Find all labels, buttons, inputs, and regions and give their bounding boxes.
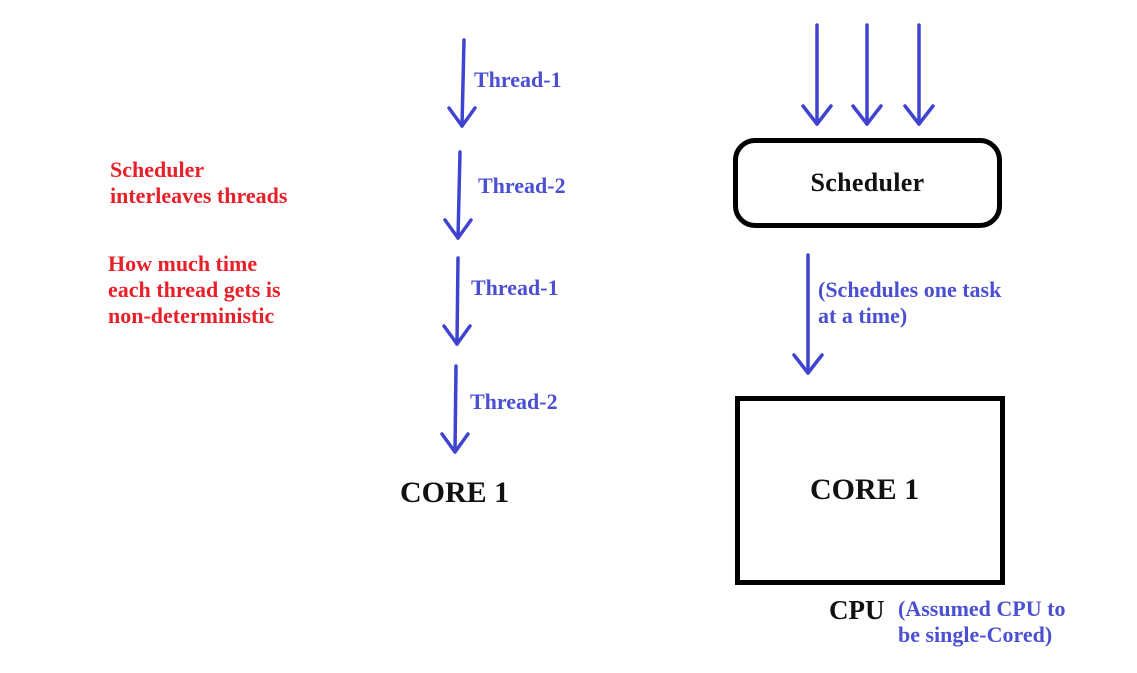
cpu-note: (Assumed CPU to be single-Cored): [898, 596, 1065, 648]
cpu-label: CPU: [829, 595, 885, 625]
cpu-note-line-2: be single-Cored): [898, 621, 1053, 647]
timeline-label-4: Thread-2: [470, 389, 558, 414]
nondeterministic-note-line-3: non-deterministic: [108, 302, 275, 328]
timeline-arrow-2: [443, 150, 473, 240]
interleave-note-line-2: interleaves threads: [110, 182, 288, 208]
scheduler-label: Scheduler: [810, 168, 925, 197]
cpu-note-line-1: (Assumed CPU to: [898, 596, 1066, 621]
timeline-label-1: Thread-1: [474, 67, 562, 92]
nondeterministic-note-line-1: How much time: [108, 251, 258, 276]
incoming-task-arrow-3: [903, 23, 935, 126]
incoming-task-arrow-2: [851, 23, 883, 126]
schedule-note-line-2: at a time): [818, 302, 908, 328]
core-box: CORE 1: [735, 396, 1005, 585]
scheduler-box: Scheduler: [733, 138, 1002, 228]
nondeterministic-note: How much time each thread gets is non-de…: [108, 251, 281, 329]
timeline-arrow-1: [447, 38, 477, 128]
timeline-arrow-4: [440, 364, 470, 454]
timeline-arrow-3: [442, 256, 472, 346]
incoming-task-arrow-1: [801, 23, 833, 126]
interleave-note: Scheduler interleaves threads: [110, 157, 287, 209]
scheduler-to-core-arrow: [792, 253, 824, 375]
timeline-label-3: Thread-1: [471, 275, 559, 300]
left-core-label: CORE 1: [400, 476, 510, 509]
interleave-note-line-1: Scheduler: [110, 157, 205, 182]
nondeterministic-note-line-2: each thread gets is: [108, 276, 281, 302]
schedule-note: (Schedules one task at a time): [818, 277, 1001, 329]
schedule-note-line-1: (Schedules one task: [818, 277, 1002, 302]
timeline-label-2: Thread-2: [478, 173, 566, 198]
right-core-label: CORE 1: [810, 473, 920, 506]
